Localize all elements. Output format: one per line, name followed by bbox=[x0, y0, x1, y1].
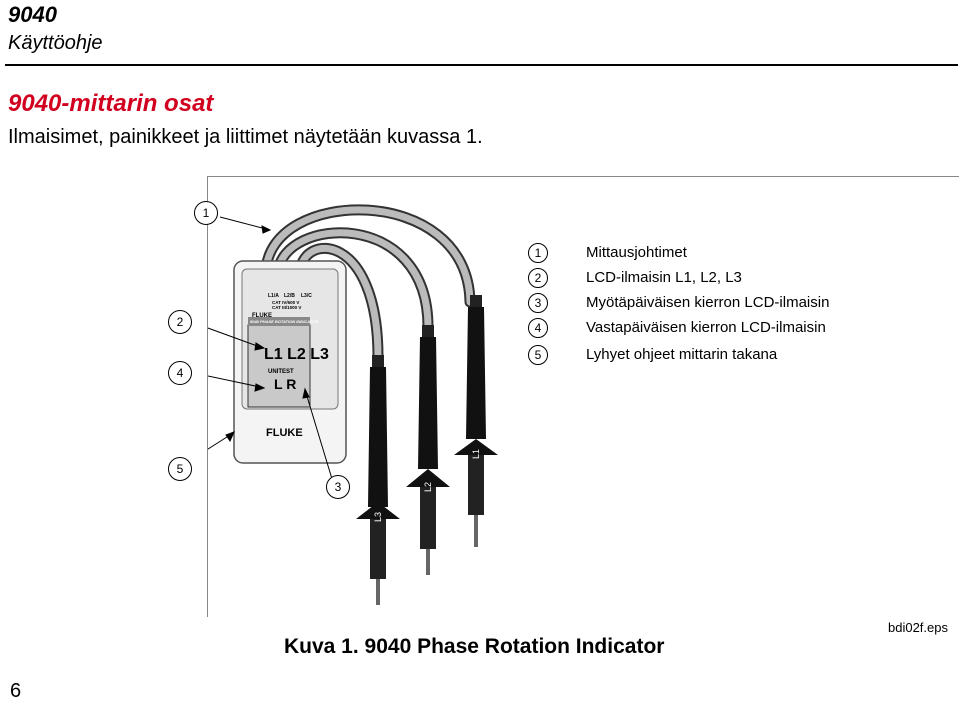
legend-text: Mittausjohtimet bbox=[586, 244, 687, 261]
figure-caption: Kuva 1. 9040 Phase Rotation Indicator bbox=[284, 635, 665, 658]
callout-1: 1 bbox=[194, 201, 218, 225]
figure-1: L1/A L2/B L3/C CAT IV/600 V CAT III/1000… bbox=[168, 176, 959, 617]
lcd-phases: L1 L2 L3 bbox=[264, 346, 329, 363]
callout-3: 3 bbox=[326, 475, 350, 499]
lcd-unitest: UNITEST bbox=[268, 369, 294, 375]
legend-text: Myötäpäiväisen kierron LCD-ilmaisin bbox=[586, 294, 830, 311]
rating-line: CAT III/1000 V bbox=[272, 305, 301, 310]
legend-text: Vastapäiväisen kierron LCD-ilmaisin bbox=[586, 319, 826, 336]
probe-l3 bbox=[356, 355, 400, 605]
header-rule bbox=[5, 64, 958, 66]
header-model: 9040 bbox=[8, 2, 57, 27]
lcd-rotation: L R bbox=[274, 376, 296, 392]
section-title: 9040-mittarin osat bbox=[8, 90, 214, 117]
lead-label-l3: L3 bbox=[373, 512, 383, 522]
section-body: Ilmaisimet, painikkeet ja liittimet näyt… bbox=[8, 126, 483, 148]
brand-small: FLUKE bbox=[252, 313, 272, 319]
callout-2: 2 bbox=[168, 310, 192, 334]
legend-number: 5 bbox=[528, 345, 548, 365]
meter-body bbox=[233, 260, 347, 464]
rating-line: CAT IV/600 V bbox=[272, 300, 299, 305]
callout-4: 4 bbox=[168, 361, 192, 385]
header-subtitle: Käyttöohje bbox=[8, 32, 103, 54]
terminal-label: L1/A bbox=[268, 293, 279, 299]
brand: FLUKE bbox=[266, 427, 303, 439]
legend-number: 1 bbox=[528, 243, 548, 263]
lead-label-l1: L1 bbox=[471, 449, 481, 459]
legend-number: 4 bbox=[528, 318, 548, 338]
callout-5: 5 bbox=[168, 457, 192, 481]
terminal-label: L2/B bbox=[284, 293, 295, 299]
legend-number: 2 bbox=[528, 268, 548, 288]
lead-label-l2: L2 bbox=[423, 482, 433, 492]
legend-text: LCD-ilmaisin L1, L2, L3 bbox=[586, 269, 742, 286]
meter-illustration: L1/A L2/B L3/C CAT IV/600 V CAT III/1000… bbox=[208, 204, 498, 605]
legend-number: 3 bbox=[528, 293, 548, 313]
model-line: 9040 PHASE ROTATION INDICATOR bbox=[250, 319, 318, 324]
terminal-label: L3/C bbox=[301, 293, 312, 299]
legend-text: Lyhyet ohjeet mittarin takana bbox=[586, 346, 778, 363]
probe-l2 bbox=[406, 325, 450, 575]
page-number: 6 bbox=[10, 680, 22, 702]
probe-l1 bbox=[454, 295, 498, 547]
figure-file-label: bdi02f.eps bbox=[888, 620, 948, 635]
